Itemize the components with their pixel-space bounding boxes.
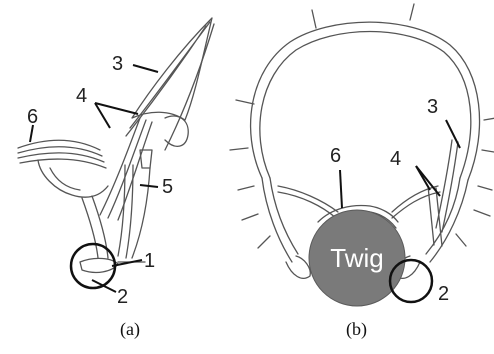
label-b-3: 3 — [427, 96, 438, 118]
leader-a-5 — [140, 185, 158, 187]
label-a-1: 1 — [144, 250, 155, 272]
label-b-2: 2 — [438, 283, 449, 305]
leader-b-3 — [446, 120, 460, 148]
inner-rim-b — [260, 32, 471, 179]
twig-label: Twig — [330, 243, 383, 273]
fibre-fan-a — [18, 140, 106, 168]
outer-rim-b — [251, 22, 480, 180]
leader-a-3 — [133, 65, 158, 72]
label-b-6: 6 — [330, 145, 341, 167]
strand-bundle-a — [100, 118, 152, 220]
leader-a-2 — [92, 280, 116, 292]
stalk-a — [118, 165, 150, 258]
label-b-4: 4 — [390, 148, 401, 170]
caption-a: (a) — [120, 319, 140, 340]
left-arm-b — [262, 178, 298, 262]
label-a-2: 2 — [117, 286, 128, 308]
label-a-5: 5 — [162, 176, 173, 198]
leader-b-6 — [340, 170, 342, 208]
label-a-6: 6 — [27, 106, 38, 128]
right-strands-b — [428, 140, 458, 246]
right-bridge-b — [392, 186, 440, 218]
caption-b: (b) — [346, 319, 367, 340]
wing-strands-a — [126, 22, 214, 150]
label-a-4: 4 — [76, 85, 87, 107]
label-a-3: 3 — [112, 53, 123, 75]
right-arm-b — [426, 178, 468, 262]
